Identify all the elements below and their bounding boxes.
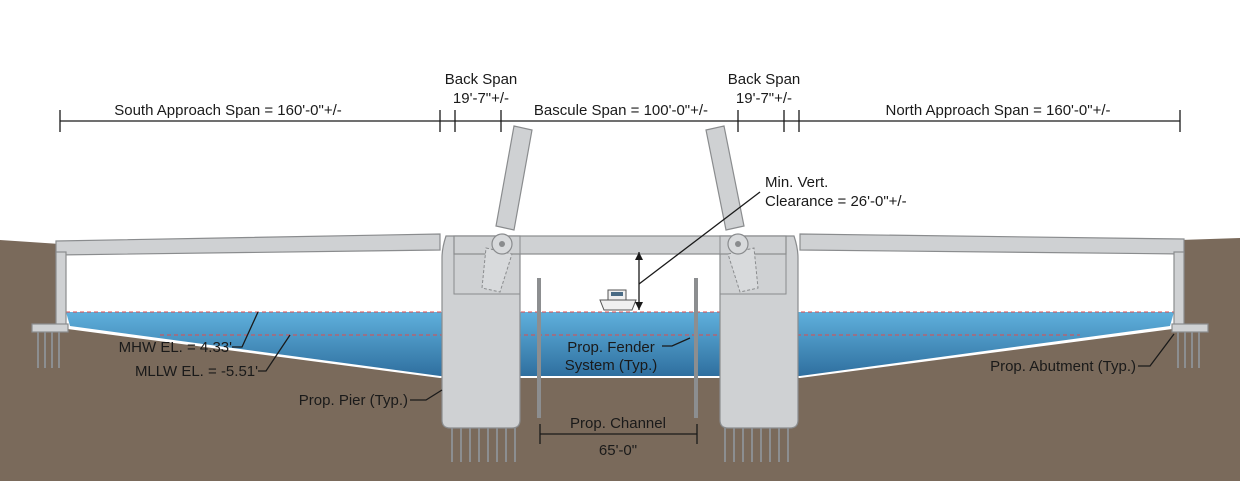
span-dimension-line [59, 110, 1181, 132]
back-span-right-value: 19'-7"+/- [736, 90, 792, 107]
channel-label: Prop. Channel [570, 415, 666, 432]
south-pier-cap [453, 235, 521, 295]
mhw-label: MHW EL. = 4.33' [119, 339, 232, 356]
channel-dimension [539, 424, 698, 444]
ground-profile [0, 238, 1240, 481]
water-body [66, 312, 1174, 376]
south-approach-span-label: South Approach Span = 160'-0"+/- [114, 102, 342, 119]
north-pier-cap [719, 235, 787, 295]
mllw-label: MLLW EL. = -5.51' [135, 363, 258, 380]
north-bascule-leaf [705, 125, 759, 293]
back-span-right-title: Back Span [728, 71, 801, 88]
clearance-dimension [635, 191, 761, 310]
fender-label-line2: System (Typ.) [565, 357, 658, 374]
fender-pile-north [694, 278, 698, 418]
abutment-leader [1138, 333, 1175, 367]
bascule-span-label: Bascule Span = 100'-0"+/- [534, 102, 708, 119]
north-approach-span-label: North Approach Span = 160'-0"+/- [886, 102, 1111, 119]
back-span-left-value: 19'-7"+/- [453, 90, 509, 107]
mllw-leader [258, 334, 291, 372]
pier-leader [410, 389, 443, 401]
pier-label: Prop. Pier (Typ.) [299, 392, 408, 409]
fender-label-line1: Prop. Fender [567, 339, 655, 356]
back-span-left-title: Back Span [445, 71, 518, 88]
north-approach-deck [799, 233, 1185, 255]
abutment-label: Prop. Abutment (Typ.) [990, 358, 1136, 375]
clearance-label-line1: Min. Vert. [765, 174, 828, 191]
north-abutment [1171, 251, 1209, 368]
south-bascule-leaf [481, 125, 533, 293]
mhw-leader [232, 311, 259, 348]
south-approach-deck [55, 233, 441, 256]
channel-width-label: 65'-0" [599, 442, 637, 459]
boat-icon [599, 289, 637, 311]
fender-pile-south [537, 278, 541, 418]
clearance-label-line2: Clearance = 26'-0"+/- [765, 193, 907, 210]
fender-leader [662, 337, 691, 347]
south-abutment [31, 251, 69, 368]
